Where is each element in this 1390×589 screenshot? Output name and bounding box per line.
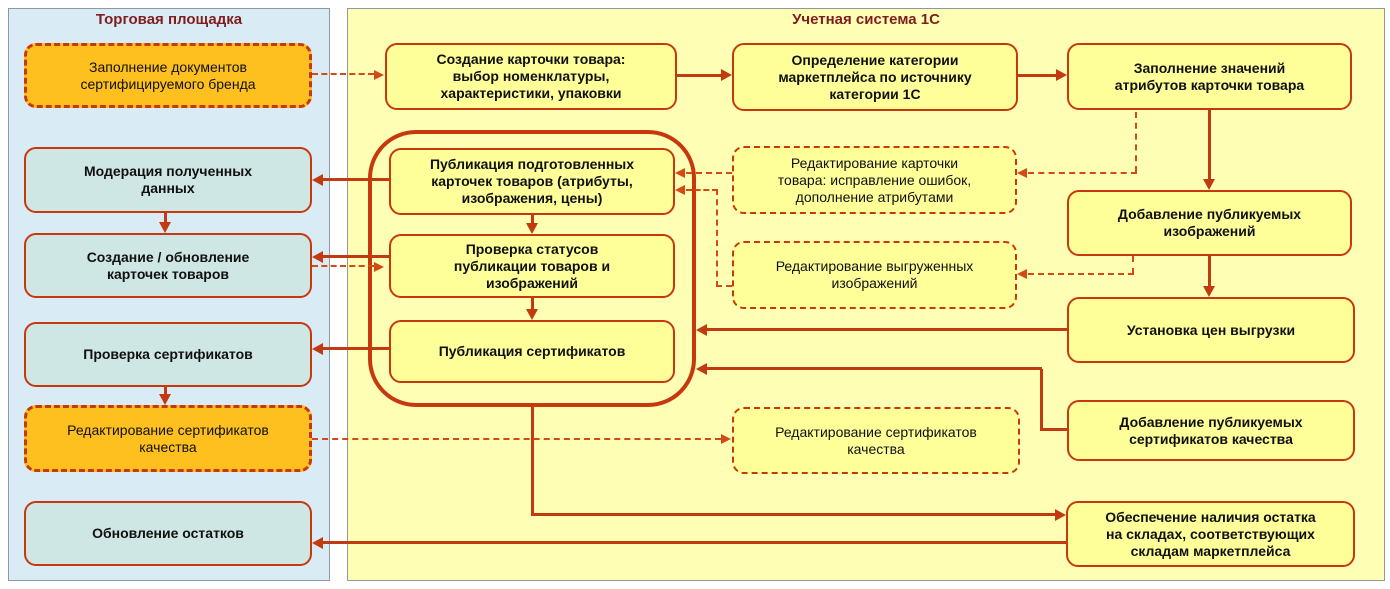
node-fill-docs: Заполнение документов сертифицируемого б… [24,43,312,108]
arrowhead-fill-attrs-to-add-images [1203,179,1215,190]
dashed-edit-images-to-publish-cards-seg2 [716,189,718,287]
arrow-set-prices-to-publish-group [706,328,1067,331]
node-create-card: Создание карточки товара: выбор номенкла… [385,43,677,110]
node-create-update-cards: Создание / обновление карточек товаров [24,233,312,298]
arrow-add-images-to-set-prices [1208,256,1211,287]
arrow-add-certs-to-publish-group-seg1 [1040,428,1067,431]
node-add-certs: Добавление публикуемых сертификатов каче… [1067,400,1355,461]
dashed-head-create-update-cards-to-check-status [374,262,384,272]
dashed-head-fill-attrs-to-edit-card [1017,168,1027,178]
arrow-publish-certs-to-check-certs [322,347,389,350]
arrow-add-certs-to-publish-group-seg3 [706,367,1042,370]
node-set-prices: Установка цен выгрузки [1067,297,1355,363]
node-check-certs: Проверка сертификатов [24,322,312,387]
arrowhead-publish-certs-to-check-certs [312,343,323,355]
node-moderation: Модерация полученных данных [24,147,312,213]
arrow-publish-cards-to-check-status [531,215,534,224]
dashed-edit-images-to-publish-cards-seg3 [686,189,718,191]
arrowhead-check-certs-to-edit-certs-mp [159,394,171,405]
dashed-fill-docs-to-create-card [312,73,374,75]
publish-group-container [368,130,696,407]
arrowhead-add-certs-to-publish-group [696,363,707,375]
node-add-images: Добавление публикуемых изображений [1067,190,1352,256]
arrow-check-status-to-publish-certs [531,298,534,310]
dashed-edit-images-to-publish-cards-seg1 [716,285,732,287]
panel-accounting-title: Учетная система 1С [792,11,940,28]
arrowhead-set-prices-to-publish-group [696,324,707,336]
node-check-status: Проверка статусов публикации товаров и и… [389,234,675,298]
node-publish-certs: Публикация сертификатов [389,320,675,383]
dashed-head-edit-card-to-publish-cards [675,168,685,178]
node-update-stock: Обновление остатков [24,501,312,566]
dashed-head-fill-docs-to-create-card [374,70,384,80]
arrow-ensure-stock-to-update-stock [322,541,1066,544]
arrow-publish-group-to-ensure-stock-seg2 [531,513,1056,516]
dashed-head-edit-certs-mp-to-edit-certs-1c [721,434,731,444]
arrow-add-certs-to-publish-group-seg2 [1040,369,1043,430]
dashed-fill-attrs-to-edit-card-seg1 [1135,112,1137,172]
node-edit-certs-1c: Редактирование сертификатов качества [732,407,1020,474]
node-edit-images: Редактирование выгруженных изображений [732,241,1017,309]
arrow-moderation-to-create-update-cards [164,213,167,223]
arrow-define-category-to-fill-attrs [1018,74,1058,77]
arrowhead-check-status-to-create-update-cards [312,251,323,263]
arrow-publish-group-to-ensure-stock-seg1 [531,407,534,516]
arrowhead-define-category-to-fill-attrs [1056,69,1067,81]
node-edit-card: Редактирование карточки товара: исправле… [732,146,1017,214]
node-define-category: Определение категории маркетплейса по ис… [732,43,1018,111]
arrowhead-publish-group-to-ensure-stock [1055,509,1066,521]
dashed-head-edit-images-to-publish-cards [675,185,685,195]
dashed-fill-attrs-to-edit-card-seg2 [1028,172,1137,174]
arrow-create-card-to-define-category [677,74,723,77]
dashed-add-images-to-edit-images-seg2 [1028,273,1134,275]
arrow-check-certs-to-edit-certs-mp [164,387,167,395]
node-publish-cards: Публикация подготовленных карточек товар… [389,148,675,215]
arrowhead-moderation-to-create-update-cards [159,222,171,233]
arrow-check-status-to-create-update-cards [322,255,389,258]
arrowhead-create-card-to-define-category [721,69,732,81]
dashed-add-images-to-edit-images-seg1 [1132,256,1134,274]
arrow-publish-cards-to-moderation [322,178,389,181]
dashed-edit-certs-mp-to-edit-certs-1c [312,438,721,440]
node-edit-certs-marketplace: Редактирование сертификатов качества [24,405,312,472]
node-fill-attrs: Заполнение значений атрибутов карточки т… [1067,43,1352,110]
arrowhead-publish-cards-to-moderation [312,174,323,186]
panel-marketplace-title: Торговая площадка [95,11,243,28]
dashed-create-update-cards-to-check-status [312,265,374,267]
arrowhead-publish-cards-to-check-status [526,223,538,234]
node-ensure-stock: Обеспечение наличия остатка на складах, … [1066,501,1355,567]
arrow-fill-attrs-to-add-images [1208,110,1211,180]
arrowhead-add-images-to-set-prices [1203,286,1215,297]
dashed-edit-card-to-publish-cards [686,172,732,174]
arrowhead-check-status-to-publish-certs [526,309,538,320]
arrowhead-ensure-stock-to-update-stock [312,537,323,549]
dashed-head-add-images-to-edit-images [1017,269,1027,279]
